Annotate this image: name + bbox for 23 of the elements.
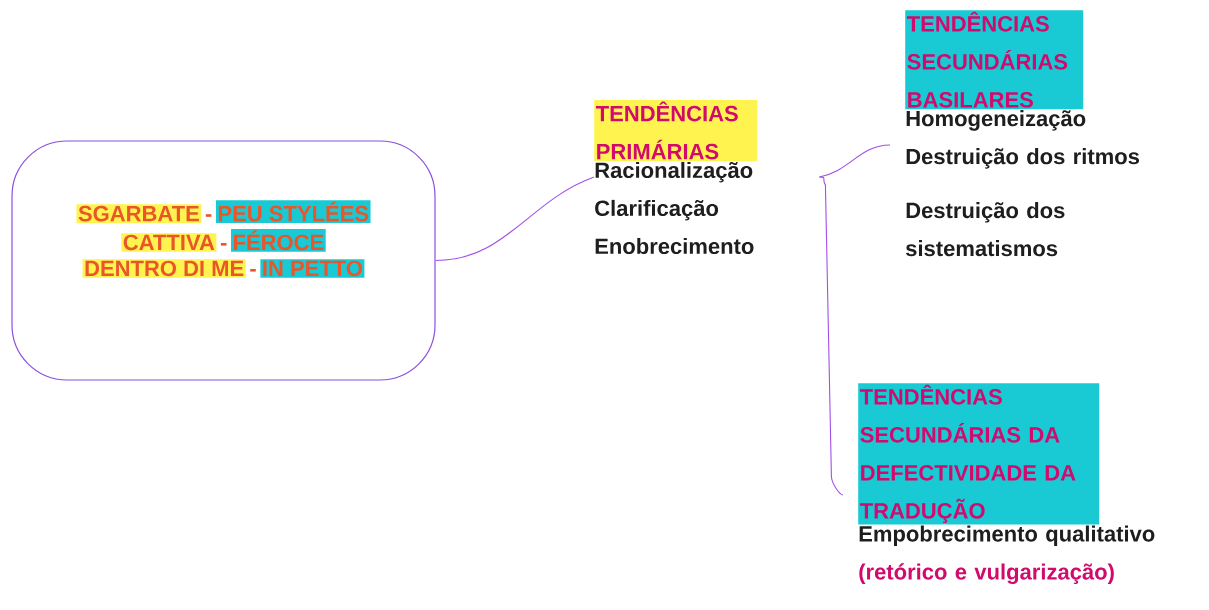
highlighted-word: PEU STYLÉES	[215, 200, 371, 223]
list-item: Empobrecimento qualitativo	[859, 525, 1155, 546]
list-item: Destruição dos ritmos	[906, 148, 1139, 169]
list-item: Homogeneização	[906, 110, 1086, 131]
note-text: (retórico e vulgarização)	[859, 563, 1114, 585]
separator-dash: -	[205, 214, 212, 217]
list-item: Enobrecimento	[595, 237, 754, 255]
connector	[818, 176, 844, 496]
highlighted-heading: TENDÊNCIAS PRIMÁRIAS	[594, 99, 758, 161]
highlighted-word: IN PETTO	[260, 259, 365, 278]
list-item: Destruição dos sistematismos	[906, 202, 1065, 257]
list-item: Clarificação	[595, 199, 719, 221]
separator-dash: -	[220, 243, 227, 246]
separator-dash: -	[250, 269, 256, 272]
highlighted-word: CATTIVA	[121, 233, 217, 252]
rounded-box	[11, 140, 436, 381]
highlighted-heading: TENDÊNCIAS SECUNDÁRIAS DA DEFECTIVIDADE DA TRADUÇÃO	[858, 383, 1100, 525]
highlighted-heading: TENDÊNCIAS SECUNDÁRIAS BASILARES	[905, 10, 1084, 110]
highlighted-word: SGARBATE	[76, 204, 202, 223]
highlighted-word: DENTRO DI ME	[82, 259, 246, 278]
list-item: Racionalização	[595, 161, 753, 183]
highlighted-word: FÉROCE	[231, 229, 326, 252]
connector	[435, 176, 595, 262]
